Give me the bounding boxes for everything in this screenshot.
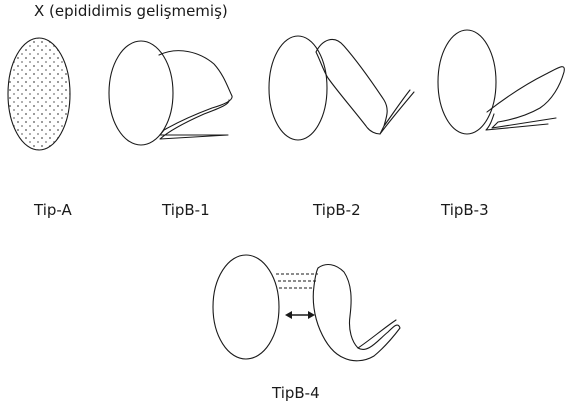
tip-b4-testis: [213, 255, 279, 359]
label-tip-b2: TipB-2: [313, 201, 361, 219]
tip-b3-epididymis: [486, 67, 564, 130]
tip-b4-epididymis-duct: [358, 320, 396, 348]
label-tip-b4: TipB-4: [272, 384, 320, 402]
tip-b1-figure: [109, 41, 232, 145]
tip-b2-testis: [269, 36, 327, 140]
tip-b1-epididymis: [159, 51, 232, 139]
label-tip-a: Tip-A: [34, 201, 72, 219]
tip-b2-figure: [269, 36, 414, 140]
label-tip-b1: TipB-1: [162, 201, 210, 219]
tip-b4-epididymis: [313, 265, 400, 361]
tip-a-figure: [8, 38, 70, 150]
tip-b3-testis: [438, 30, 496, 134]
tip-b1-testis: [109, 41, 173, 145]
tip-b2-epididymis: [316, 39, 414, 134]
double-arrow-icon: [285, 311, 315, 319]
tip-a-testis: [8, 38, 70, 150]
tip-b4-figure: [213, 255, 400, 361]
label-tip-b3: TipB-3: [441, 201, 489, 219]
tip-b3-figure: [438, 30, 564, 134]
